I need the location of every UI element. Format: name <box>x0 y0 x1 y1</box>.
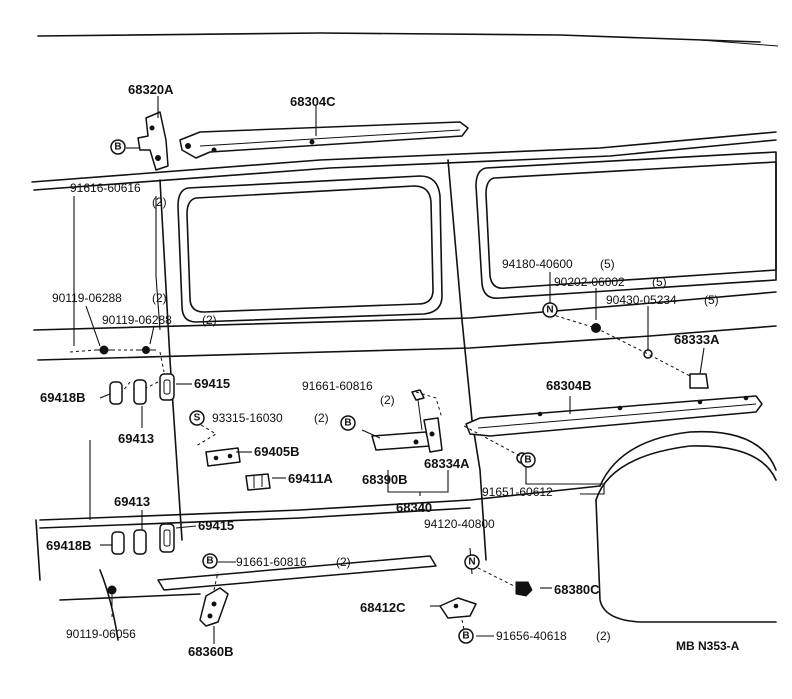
label-69418B-lower: 69418B <box>46 538 92 553</box>
leader-lines <box>69 96 705 644</box>
label-69405B: 69405B <box>254 444 300 459</box>
part-69413-upper <box>133 379 147 405</box>
label-68304C: 68304C <box>290 94 336 109</box>
label-69418B-upper: 69418B <box>40 390 86 405</box>
badge-b-4: B <box>202 553 218 569</box>
label-90119-c: 90119-06056 <box>66 627 136 641</box>
part-lower-rail <box>157 555 437 591</box>
label-91661-b: 91661-60816 <box>236 555 307 569</box>
part-68333A <box>689 373 709 389</box>
label-68320A: 68320A <box>128 82 174 97</box>
part-69405B <box>205 447 241 467</box>
label-68360B: 68360B <box>188 644 234 659</box>
svg-text:B: B <box>114 142 121 153</box>
label-91656: 91656-40618 <box>496 629 567 643</box>
part-68412C <box>439 597 477 619</box>
screw-90119-a <box>96 345 112 355</box>
label-90430: 90430-05234 <box>606 293 677 307</box>
label-93315-qty: (2) <box>314 411 329 425</box>
label-68304B: 68304B <box>546 378 592 393</box>
part-labels: 68320A 68304C 91616-60616 (2) 90119-0628… <box>40 82 740 659</box>
label-68380C: 68380C <box>554 582 600 597</box>
part-68380C <box>515 581 533 597</box>
label-91661-b-qty: (2) <box>336 555 351 569</box>
badge-n-2: N <box>464 554 480 570</box>
part-69418B-upper <box>109 381 123 405</box>
badge-b-2: B <box>340 415 356 431</box>
part-68304C <box>179 121 469 159</box>
part-69415-lower <box>159 523 175 553</box>
label-93315: 93315-16030 <box>212 411 283 425</box>
label-91661-a: 91661-60816 <box>302 379 373 393</box>
svg-text:N: N <box>468 557 475 568</box>
screw-90119-c <box>107 585 117 608</box>
badge-n-1: N <box>542 302 558 318</box>
part-69411A <box>245 473 271 491</box>
diagram-code: MB N353-A <box>676 639 740 653</box>
badges: B B B B B S N N <box>110 139 558 644</box>
label-90119-b: 90119-06288 <box>102 313 172 327</box>
label-90119-a: 90119-06288 <box>52 291 122 305</box>
label-91616: 91616-60616 <box>70 181 141 195</box>
parts <box>96 111 763 627</box>
label-68334A: 68334A <box>424 456 470 471</box>
part-69415-upper <box>159 373 175 401</box>
svg-text:B: B <box>206 556 213 567</box>
label-68390B: 68390B <box>362 472 408 487</box>
label-91661-a-qty: (2) <box>380 393 395 407</box>
label-69413-lower: 69413 <box>114 494 150 509</box>
badge-b-1: B <box>110 139 126 155</box>
label-69415-lower: 69415 <box>198 518 234 533</box>
svg-text:S: S <box>194 413 201 424</box>
label-91651: 91651-60612 <box>482 485 553 499</box>
label-69415-upper: 69415 <box>194 376 230 391</box>
badge-b-3: B <box>520 452 536 468</box>
label-90119-b-qty: (2) <box>202 313 217 327</box>
svg-text:B: B <box>462 631 469 642</box>
part-69418B-lower <box>111 531 125 555</box>
label-69411A: 69411A <box>288 471 333 486</box>
part-68390B <box>371 431 431 451</box>
badge-b-5: B <box>458 628 474 644</box>
badge-s-1: S <box>189 410 205 426</box>
part-68360B <box>199 587 229 627</box>
label-68412C: 68412C <box>360 600 406 615</box>
label-90430-qty: (5) <box>704 293 719 307</box>
label-91616-qty: (2) <box>152 195 167 209</box>
part-68320A <box>137 111 169 171</box>
label-68340: 68340 <box>396 500 432 515</box>
label-90119-a-qty: (2) <box>152 291 167 305</box>
svg-text:B: B <box>524 455 531 466</box>
label-69413-upper: 69413 <box>118 431 154 446</box>
label-94120: 94120-40800 <box>424 517 495 531</box>
label-90202-qty: (5) <box>652 275 667 289</box>
label-68333A: 68333A <box>674 332 720 347</box>
screw-90119-b <box>138 346 156 354</box>
label-94180-qty: (5) <box>600 257 615 271</box>
label-91656-qty: (2) <box>596 629 611 643</box>
label-94180: 94180-40600 <box>502 257 573 271</box>
svg-text:B: B <box>344 418 351 429</box>
label-90202: 90202-06002 <box>554 275 625 289</box>
part-69413-lower <box>133 529 147 555</box>
svg-text:N: N <box>546 305 553 316</box>
